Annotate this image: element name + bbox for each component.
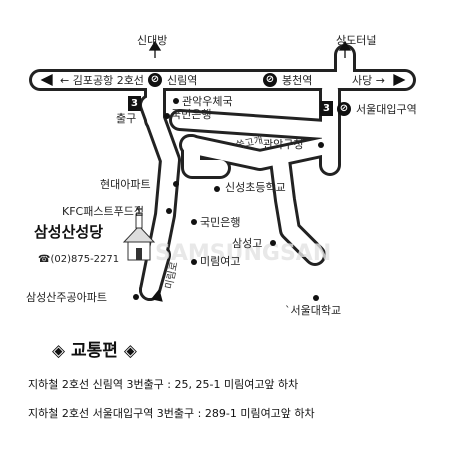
poi-marker bbox=[313, 295, 319, 301]
poi-post-office: 관악우체국 bbox=[182, 95, 233, 108]
poi-bank-top: 국민은행 bbox=[171, 108, 212, 121]
poi-marker bbox=[164, 113, 170, 119]
poi-marker bbox=[166, 208, 172, 214]
poi-samsung-apt: 삼성산주공아파트 bbox=[26, 291, 107, 304]
church-icon bbox=[122, 206, 156, 261]
transit-heading: ◈ 교통편 ◈ bbox=[52, 341, 137, 361]
poi-marker bbox=[318, 142, 324, 148]
metro-icon-bongcheon: ⊘ bbox=[263, 73, 277, 87]
poi-sinseong-elem: 신성초등학교 bbox=[225, 181, 286, 194]
metro-icon-sillim: ⊘ bbox=[148, 73, 162, 87]
metro-icon-seouluniv: ⊘ bbox=[337, 102, 351, 116]
station-bongcheon: 봉천역 bbox=[282, 74, 313, 87]
poi-marker bbox=[214, 186, 220, 192]
direction-arrows bbox=[40, 40, 406, 302]
label-sangdo-tunnel: 상도터널 bbox=[336, 34, 377, 47]
exit-3-sillim: 3 bbox=[128, 96, 141, 111]
watermark: SAMSUNGSAN bbox=[155, 241, 331, 266]
poi-snu: `서울대학교 bbox=[285, 304, 342, 317]
route-line-2: 지하철 2호선 서울대입구역 3번출구 : 289-1 미림여고앞 하차 bbox=[28, 407, 315, 420]
church-phone: ☎(02)875-2271 bbox=[38, 254, 120, 265]
route-line-1: 지하철 2호선 신림역 3번출구 : 25, 25-1 미림여고앞 하차 bbox=[28, 378, 299, 391]
label-sadang-direction: 사당 → bbox=[352, 74, 385, 87]
poi-bank-mid: 국민은행 bbox=[200, 216, 241, 229]
poi-marker bbox=[173, 181, 179, 187]
poi-marker bbox=[173, 98, 179, 104]
poi-marker bbox=[270, 240, 276, 246]
label-sindaebang: 신대방 bbox=[137, 34, 168, 47]
poi-marker bbox=[191, 259, 197, 265]
poi-marker bbox=[191, 219, 197, 225]
poi-samsung-high: 삼성고 bbox=[232, 237, 263, 250]
station-sillim: 신림역 bbox=[167, 74, 198, 87]
poi-mirim-girls: 미림여고 bbox=[200, 255, 241, 268]
poi-gwanak-office: 관악구청 bbox=[263, 138, 304, 151]
church-name: 삼성산성당 bbox=[34, 223, 104, 241]
poi-kfc: KFC패스트푸드점 bbox=[62, 205, 144, 218]
label-exit: 출구 bbox=[116, 112, 137, 125]
station-seouluniv: 서울대입구역 bbox=[356, 103, 417, 116]
poi-hyundai-apt: 현대아파트 bbox=[100, 178, 151, 191]
poi-marker bbox=[133, 294, 139, 300]
exit-3-seouluniv: 3 bbox=[320, 101, 333, 116]
label-gimpo-direction: ← 김포공항 2호선 bbox=[60, 74, 144, 87]
